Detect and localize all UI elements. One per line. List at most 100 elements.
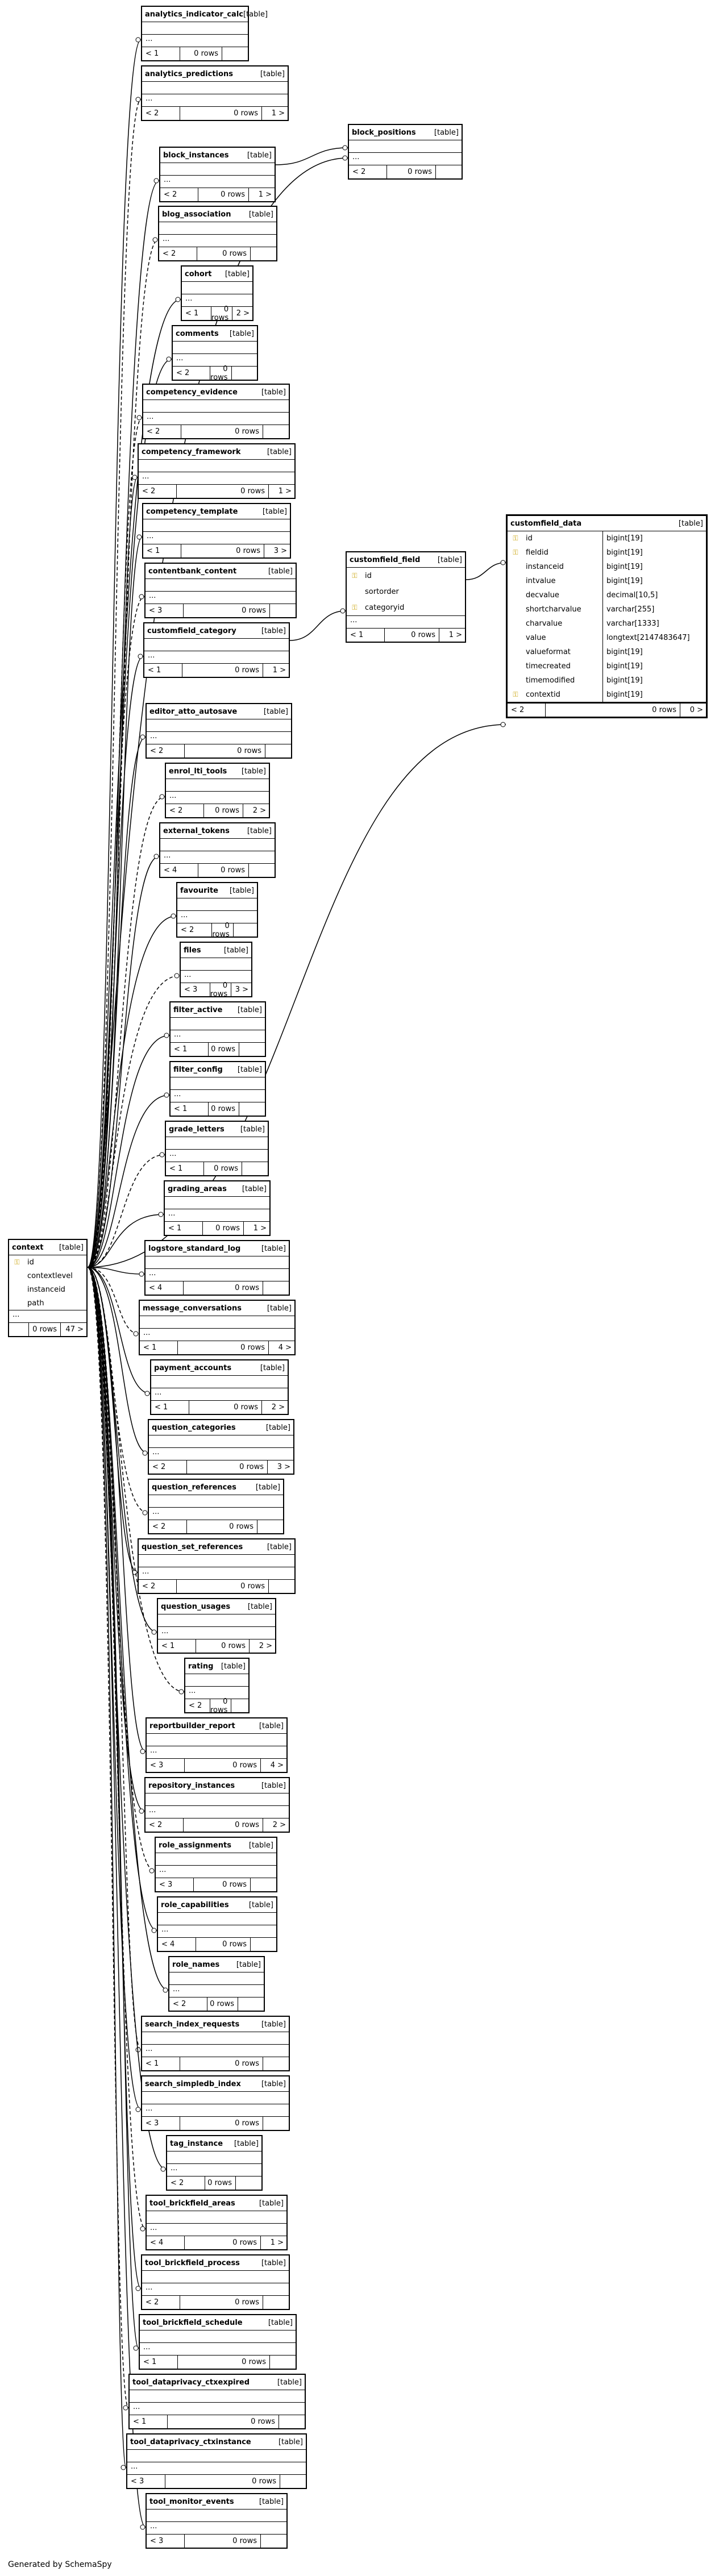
table-context[interactable]: context[table] ⚿id contextlevel instance… [8,1239,88,1337]
relationship-line [87,1095,170,1268]
parent-count: < 4 [164,866,177,875]
table-tag: [table] [234,2139,259,2148]
parent-count: < 3 [146,2119,159,2128]
child-count [265,744,291,758]
more-columns: ... [159,235,276,247]
relationship-line [87,1267,142,2289]
child-count [231,367,257,380]
relationship-line [87,1267,139,1334]
zero-or-many-marker [164,1033,169,1038]
row-count: 0 rows [197,247,250,260]
parent-count: < 1 [146,49,159,58]
zero-or-many-marker [159,1152,165,1158]
table-name: context [12,1243,44,1252]
table-name: role_assignments [159,1841,231,1850]
column-name: timecreated [526,662,571,671]
table-tag: [table] [248,210,273,219]
table-name: favourite [180,886,218,895]
column-type: longtext[2147483647] [602,631,706,645]
foreign-key-icon: ⚿ [352,603,358,611]
column-name: value [526,634,546,642]
table-tag: [table] [237,1005,262,1014]
table-name: analytics_predictions [145,69,233,78]
zero-or-many-marker [166,356,172,362]
more-columns: ... [142,2283,289,2296]
row-count: 0 rows [203,1162,242,1175]
child-count: 3 > [267,1460,293,1474]
row-count: 0 rows [184,2236,260,2249]
parent-count: < 1 [133,2417,147,2426]
more-columns: ... [147,1746,286,1759]
column-name: contextlevel [27,1271,73,1280]
table-customfield-field[interactable]: customfield_field[table] ⚿id sortorder ⚿… [346,551,466,643]
more-columns: ... [166,792,269,804]
zero-or-many-marker [153,854,159,859]
column-name: timemodified [526,676,575,685]
child-count [222,47,248,60]
zero-or-many-marker [500,722,506,727]
more-columns: ... [9,1310,86,1323]
column-name: categoryid [365,603,405,612]
table-tag: [table] [267,447,292,456]
child-count: 1 > [243,1222,269,1235]
zero-or-many-marker [136,415,142,421]
row-count: 0 rows [196,1938,250,1951]
column-name: decvalue [526,591,559,600]
table-tool-dataprivacy-ctxinstance[interactable]: tool_dataprivacy_ctxinstance[table]...< … [126,2433,307,2489]
table-tag: [table] [240,1125,265,1134]
zero-or-many-marker [160,2166,166,2172]
table-tag: [table] [225,269,250,278]
table-tag: [table] [261,2020,286,2029]
table-tool-dataprivacy-ctxexpired[interactable]: tool_dataprivacy_ctxexpired[table]...< 1… [128,2374,306,2429]
more-columns: ... [147,732,291,744]
parent-count: < 3 [184,985,198,994]
row-count: 0 rows [167,2415,279,2428]
parent-count: < 1 [185,309,199,318]
parent-count: < 1 [169,1164,183,1173]
row-count: 0 rows [189,1401,261,1414]
table-name: question_set_references [142,1542,243,1551]
